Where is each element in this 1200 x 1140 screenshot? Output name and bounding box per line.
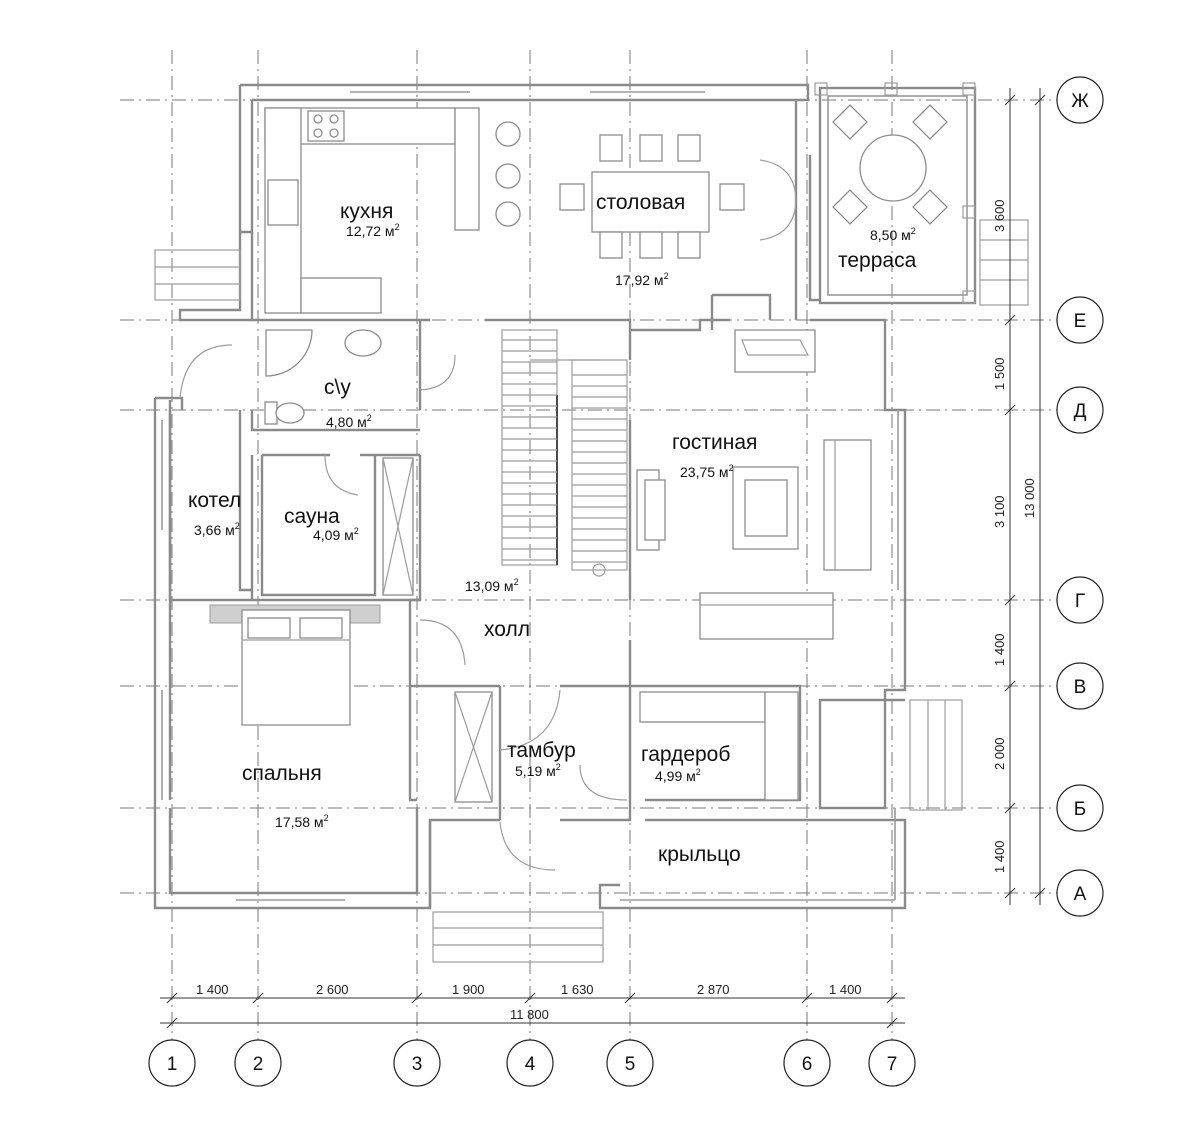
axis-grid [120, 50, 1058, 1040]
walls [153, 83, 907, 910]
svg-text:4: 4 [525, 1054, 536, 1075]
room-name-vestibule: тамбур [507, 739, 576, 762]
room-area-dining: 17,92 м2 [615, 271, 669, 288]
axis-bubble-2: 2 [234, 1039, 282, 1087]
dim-h-6: 1 400 [829, 982, 862, 997]
svg-text:1: 1 [167, 1054, 178, 1075]
dimensions-horizontal: 1 400 2 600 1 900 1 630 2 870 1 400 11 8… [160, 982, 905, 1029]
axis-bubble-d: Д [1056, 386, 1104, 434]
axis-bubbles: 1 2 3 4 5 6 7 Ж Е Д Г В Б А [148, 76, 1104, 1087]
svg-text:7: 7 [887, 1054, 898, 1075]
dim-v-2: 1 500 [992, 357, 1007, 390]
dimensions-vertical: 3 600 1 500 3 100 1 400 2 000 1 400 13 0… [992, 88, 1046, 905]
dim-v-total: 13 000 [1022, 478, 1037, 518]
room-name-porch: крыльцо [658, 843, 741, 866]
dim-v-3: 3 100 [992, 495, 1007, 528]
room-area-bedroom: 17,58 м2 [275, 813, 329, 830]
room-area-sauna: 4,09 м2 [313, 526, 359, 543]
axis-bubble-e: Е [1056, 296, 1104, 344]
dim-h-total: 11 800 [510, 1007, 549, 1022]
dim-h-4: 1 630 [561, 982, 594, 997]
svg-text:Б: Б [1074, 799, 1086, 820]
axis-bubble-7: 7 [868, 1039, 916, 1087]
room-area-terrace: 8,50 м2 [870, 226, 916, 243]
room-name-sauna: сауна [284, 505, 340, 528]
axis-bubble-v: В [1056, 662, 1104, 710]
axis-bubble-5: 5 [606, 1039, 654, 1087]
room-name-bedroom: спальня [242, 762, 322, 785]
room-name-hall: холл [484, 618, 530, 641]
room-name-kitchen: кухня [340, 200, 393, 223]
axis-bubble-3: 3 [393, 1039, 441, 1087]
dim-h-3: 1 900 [452, 982, 485, 997]
fireplace [734, 329, 816, 373]
room-name-wardrobe: гардероб [641, 743, 730, 766]
room-name-living: гостиная [672, 431, 757, 454]
svg-text:5: 5 [625, 1054, 636, 1075]
steps-outside [154, 249, 963, 963]
room-area-wardrobe: 4,99 м2 [655, 767, 701, 784]
svg-text:А: А [1074, 884, 1087, 905]
svg-text:Е: Е [1074, 311, 1087, 332]
dim-v-5: 2 000 [992, 737, 1007, 770]
room-name-bathroom: с\у [324, 376, 351, 399]
svg-text:3: 3 [412, 1054, 423, 1075]
bathroom-fixtures [264, 329, 456, 425]
room-name-dining: столовая [596, 191, 685, 214]
kitchen-furniture [264, 107, 521, 314]
svg-text:Г: Г [1075, 591, 1085, 612]
room-area-vestibule: 5,19 м2 [515, 762, 561, 779]
dim-v-6: 1 400 [992, 840, 1007, 873]
terrace-structure [814, 82, 1029, 306]
room-area-boiler: 3,66 м2 [194, 521, 240, 538]
svg-text:В: В [1074, 677, 1087, 698]
axis-bubble-b: Б [1056, 784, 1104, 832]
room-name-terrace: терраса [838, 249, 917, 272]
axis-bubble-zh: Ж [1056, 76, 1104, 124]
room-area-living: 23,75 м2 [680, 463, 734, 480]
axis-bubble-4: 4 [506, 1039, 554, 1087]
dim-h-2: 2 600 [316, 982, 349, 997]
svg-text:2: 2 [253, 1054, 264, 1075]
svg-text:Д: Д [1074, 401, 1087, 422]
dining-furniture [559, 134, 797, 259]
living-furniture [636, 439, 872, 640]
room-area-hall: 13,09 м2 [465, 577, 519, 594]
dim-v-4: 1 400 [992, 633, 1007, 666]
room-name-boiler: котел [188, 489, 241, 512]
axis-bubble-1: 1 [148, 1039, 196, 1087]
dim-v-1: 3 600 [992, 199, 1007, 232]
staircase [501, 329, 628, 577]
svg-text:Ж: Ж [1071, 91, 1089, 112]
dim-h-5: 2 870 [697, 982, 730, 997]
svg-text:6: 6 [802, 1054, 813, 1075]
dim-h-1: 1 400 [196, 982, 229, 997]
axis-bubble-a: А [1056, 869, 1104, 917]
room-labels: кухня 12,72 м2 столовая 17,92 м2 8,50 м2… [188, 191, 917, 866]
axis-bubble-g: Г [1056, 576, 1104, 624]
closets [179, 344, 799, 871]
room-area-bathroom: 4,80 м2 [326, 413, 372, 430]
room-area-kitchen: 12,72 м2 [346, 222, 400, 239]
axis-bubble-6: 6 [783, 1039, 831, 1087]
bed [209, 604, 381, 726]
